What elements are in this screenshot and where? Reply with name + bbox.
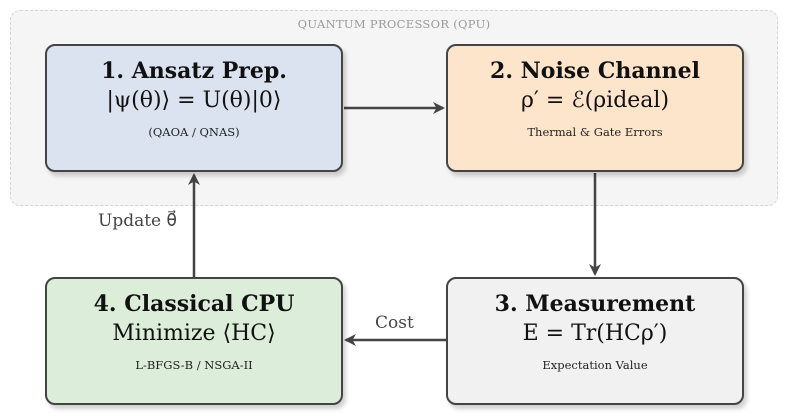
- step-noise-channel-formula: ρ′ = ℰ(ρideal): [520, 88, 670, 113]
- step-noise-channel: 2. Noise Channel ρ′ = ℰ(ρideal) Thermal …: [446, 44, 744, 172]
- edge-label-cost: Cost: [375, 313, 414, 333]
- step-ansatz-prep-title: 1. Ansatz Prep.: [101, 58, 287, 84]
- step-measurement-subtitle: Expectation Value: [542, 358, 648, 372]
- step-classical-cpu-formula: Minimize ⟨HC⟩: [112, 321, 276, 346]
- step-measurement-formula: E = Tr(HCρ′): [522, 321, 668, 346]
- qpu-region-label: QUANTUM PROCESSOR (QPU): [297, 17, 491, 31]
- step-noise-channel-subtitle: Thermal & Gate Errors: [527, 125, 663, 139]
- step-measurement: 3. Measurement E = Tr(HCρ′) Expectation …: [446, 277, 744, 405]
- edge-label-update-theta: Update θ⃗: [98, 211, 177, 231]
- step-noise-channel-title: 2. Noise Channel: [490, 58, 700, 84]
- step-measurement-title: 3. Measurement: [494, 291, 696, 317]
- step-ansatz-prep-subtitle: (QAOA / QNAS): [148, 125, 240, 139]
- step-ansatz-prep-formula: |ψ(θ)⟩ = U(θ)|0⟩: [106, 88, 282, 113]
- step-classical-cpu-subtitle: L-BFGS-B / NSGA-II: [135, 358, 253, 372]
- step-ansatz-prep: 1. Ansatz Prep. |ψ(θ)⟩ = U(θ)|0⟩ (QAOA /…: [45, 44, 343, 172]
- step-classical-cpu: 4. Classical CPU Minimize ⟨HC⟩ L-BFGS-B …: [45, 277, 343, 405]
- step-classical-cpu-title: 4. Classical CPU: [93, 291, 295, 317]
